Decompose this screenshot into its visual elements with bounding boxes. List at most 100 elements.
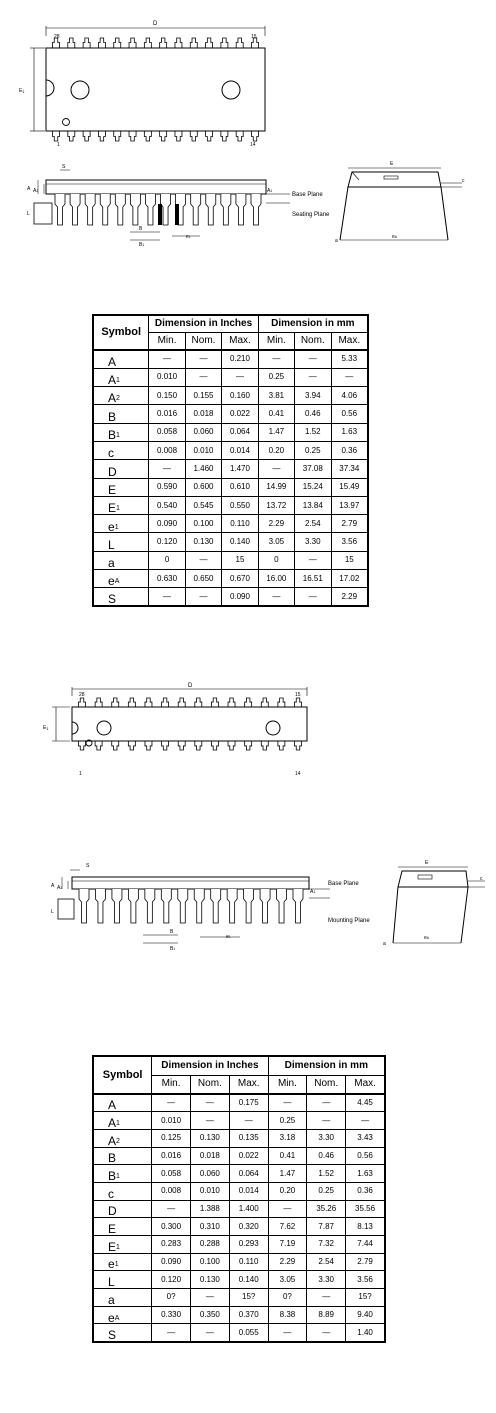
- value-cell: 0.610: [221, 477, 259, 497]
- symbol-text: A: [108, 1115, 117, 1130]
- symbol-cell: L: [92, 1270, 153, 1290]
- value-cell: —: [189, 1093, 230, 1113]
- value-cell: 3.94: [294, 386, 332, 406]
- symbol-text: a: [108, 556, 115, 571]
- value-cell: 0.650: [184, 569, 223, 589]
- side-pin: [84, 194, 96, 226]
- symbol-cell: A: [92, 348, 150, 369]
- value-cell: 0.064: [221, 422, 259, 442]
- value-cell: 0.330: [151, 1305, 191, 1325]
- value-cell: 0.135: [228, 1128, 269, 1148]
- dim-alpha-label: a: [383, 941, 386, 947]
- dim-e-label: E: [425, 860, 429, 866]
- side-pin: [114, 194, 126, 226]
- value-cell: 0.56: [330, 404, 369, 424]
- subheader-cell: Max.: [228, 1074, 269, 1095]
- value-cell: —: [294, 348, 332, 369]
- symbol-cell: B: [92, 1146, 153, 1166]
- value-cell: 0.46: [294, 404, 332, 424]
- value-cell: 0.283: [151, 1235, 191, 1254]
- pin-outline: [78, 741, 86, 751]
- side-pin: [190, 194, 202, 226]
- side-pin: [144, 889, 156, 924]
- side-pin: [95, 889, 106, 924]
- value-cell: 1.52: [306, 1164, 347, 1183]
- side-pin: [276, 889, 287, 924]
- symbol-subscript: 2: [116, 395, 120, 403]
- symbol-subscript: 2: [116, 1137, 120, 1145]
- value-cell: 3.56: [330, 532, 369, 552]
- side-pin: [205, 194, 217, 226]
- dim-b1-label: B1: [139, 242, 144, 248]
- value-cell: —: [221, 367, 259, 388]
- value-cell: 0.100: [189, 1252, 230, 1272]
- subheader-cell: Min.: [148, 331, 186, 351]
- pin-outline: [211, 697, 219, 707]
- side-pin: [220, 194, 232, 226]
- symbol-cell: E: [92, 477, 150, 497]
- side-pin: [111, 889, 123, 924]
- pin-outline: [67, 131, 76, 142]
- symbol-cell: A2: [92, 386, 150, 406]
- pin-outline: [277, 697, 286, 707]
- dim-c-label: c: [480, 876, 483, 882]
- pin-15-label: 15: [295, 692, 301, 698]
- value-cell: 3.43: [345, 1128, 386, 1148]
- subheader-cell: Nom.: [294, 331, 332, 351]
- value-cell: 15: [221, 550, 259, 571]
- symbol-text: B: [108, 1169, 117, 1183]
- value-cell: —: [257, 348, 296, 369]
- pin-outline: [244, 741, 253, 751]
- symbol-cell: a: [92, 550, 150, 571]
- value-cell: 15.24: [294, 477, 332, 497]
- value-cell: 2.79: [345, 1252, 386, 1272]
- side-pin-row: [54, 194, 262, 226]
- value-cell: —: [306, 1288, 347, 1307]
- value-cell: —: [151, 1093, 191, 1113]
- value-cell: 15?: [228, 1288, 269, 1307]
- symbol-text: S: [108, 1327, 117, 1342]
- value-cell: —: [151, 1199, 191, 1219]
- lead-highlight: [175, 204, 179, 225]
- value-cell: 16.51: [294, 569, 332, 589]
- base-plane-label: Base Plane: [328, 881, 359, 887]
- value-cell: 1.47: [267, 1164, 308, 1183]
- value-cell: 1.400: [228, 1199, 269, 1219]
- value-cell: —: [294, 550, 332, 571]
- value-cell: 0.41: [267, 1146, 308, 1166]
- table-subheader-row: Min.Nom.Max.Min.Nom.Max.: [93, 1074, 386, 1095]
- pin-outline: [127, 697, 136, 707]
- value-cell: 14.99: [257, 477, 296, 497]
- pin-outline: [194, 741, 203, 751]
- symbol-subscript: 1: [116, 1173, 120, 1180]
- table-row: S——0.055——1.40: [92, 1323, 386, 1343]
- side-pin: [129, 194, 141, 226]
- pin-outline: [220, 131, 229, 142]
- side-pin: [250, 194, 262, 226]
- symbol-text: L: [108, 537, 115, 552]
- value-cell: 1.388: [189, 1199, 230, 1219]
- value-cell: 2.29: [267, 1252, 308, 1272]
- side-pin: [235, 194, 247, 226]
- dim-a2-label: A2: [33, 188, 38, 194]
- value-cell: 2.54: [306, 1252, 347, 1272]
- dim-d-label: D: [153, 21, 158, 27]
- side-pin: [127, 889, 139, 924]
- value-cell: —: [228, 1111, 269, 1130]
- value-cell: —: [294, 367, 332, 388]
- pin-outline: [189, 131, 198, 142]
- inch-header: Dimension in Inches: [148, 314, 259, 333]
- pin-outline: [227, 697, 236, 707]
- symbol-cell: D: [92, 1199, 153, 1219]
- pin-outline: [177, 741, 186, 751]
- symbol-subscript: 1: [116, 1119, 120, 1127]
- value-cell: 0.008: [148, 440, 186, 461]
- value-cell: 0.014: [228, 1181, 269, 1201]
- subheader-cell: Max.: [345, 1074, 386, 1095]
- pin-outline: [194, 697, 203, 707]
